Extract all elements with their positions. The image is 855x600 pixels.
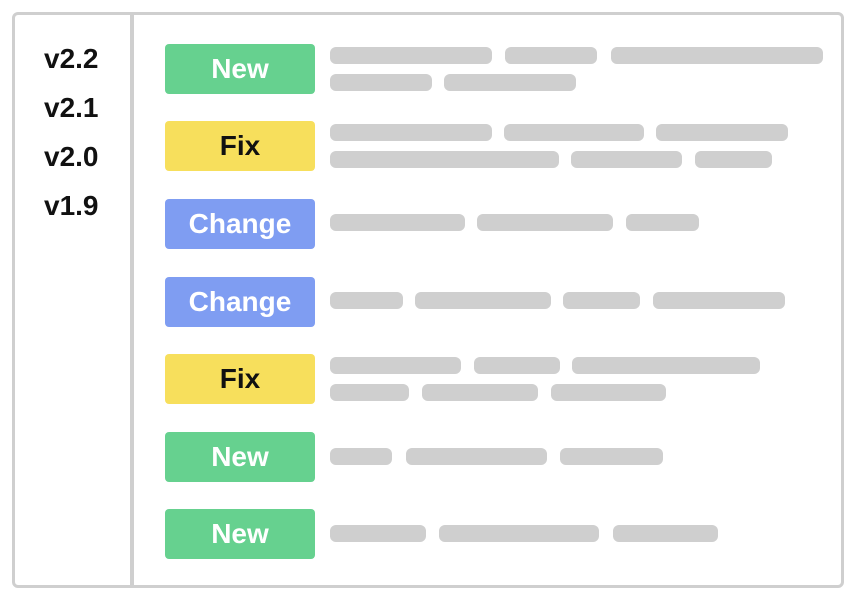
text-placeholder bbox=[477, 214, 613, 231]
text-placeholder bbox=[653, 292, 785, 309]
badge-fix: Fix bbox=[165, 121, 315, 171]
text-placeholder bbox=[330, 214, 465, 231]
text-placeholder bbox=[330, 74, 432, 91]
badge-new: New bbox=[165, 432, 315, 482]
text-placeholder bbox=[551, 384, 666, 401]
text-placeholder bbox=[330, 151, 559, 168]
text-placeholder bbox=[406, 448, 547, 465]
changelog-entry: Fix bbox=[165, 354, 835, 406]
text-placeholder bbox=[626, 214, 699, 231]
text-placeholder bbox=[695, 151, 772, 168]
text-placeholder bbox=[563, 292, 640, 309]
text-placeholder bbox=[330, 384, 409, 401]
text-placeholder bbox=[505, 47, 597, 64]
changelog-entry: New bbox=[165, 44, 835, 96]
version-item-v1-9[interactable]: v1.9 bbox=[44, 190, 99, 221]
badge-change: Change bbox=[165, 277, 315, 327]
changelog-entry: Fix bbox=[165, 121, 835, 173]
changelog-entry: New bbox=[165, 432, 835, 484]
text-placeholder bbox=[330, 124, 492, 141]
changelog-entry: Change bbox=[165, 199, 835, 251]
text-placeholder bbox=[571, 151, 682, 168]
text-placeholder bbox=[611, 47, 823, 64]
text-placeholder bbox=[504, 124, 644, 141]
text-placeholder bbox=[330, 525, 426, 542]
text-placeholder bbox=[422, 384, 538, 401]
version-item-v2-2[interactable]: v2.2 bbox=[44, 43, 99, 74]
text-placeholder bbox=[572, 357, 760, 374]
text-placeholder bbox=[330, 357, 461, 374]
version-item-v2-1[interactable]: v2.1 bbox=[44, 92, 99, 123]
text-placeholder bbox=[439, 525, 599, 542]
text-placeholder bbox=[560, 448, 663, 465]
text-placeholder bbox=[656, 124, 788, 141]
version-item-v2-0[interactable]: v2.0 bbox=[44, 141, 99, 172]
text-placeholder bbox=[330, 47, 492, 64]
changelog-window: v2.2 v2.1 v2.0 v1.9 New Fix Change Chang… bbox=[12, 12, 844, 588]
text-placeholder bbox=[330, 292, 403, 309]
badge-new: New bbox=[165, 509, 315, 559]
badge-fix: Fix bbox=[165, 354, 315, 404]
badge-new: New bbox=[165, 44, 315, 94]
changelog-entry: Change bbox=[165, 277, 835, 329]
text-placeholder bbox=[444, 74, 576, 91]
text-placeholder bbox=[613, 525, 718, 542]
text-placeholder bbox=[330, 448, 392, 465]
version-sidebar: v2.2 v2.1 v2.0 v1.9 bbox=[15, 15, 134, 585]
text-placeholder bbox=[474, 357, 560, 374]
text-placeholder bbox=[415, 292, 551, 309]
badge-change: Change bbox=[165, 199, 315, 249]
changelog-entry: New bbox=[165, 509, 835, 561]
